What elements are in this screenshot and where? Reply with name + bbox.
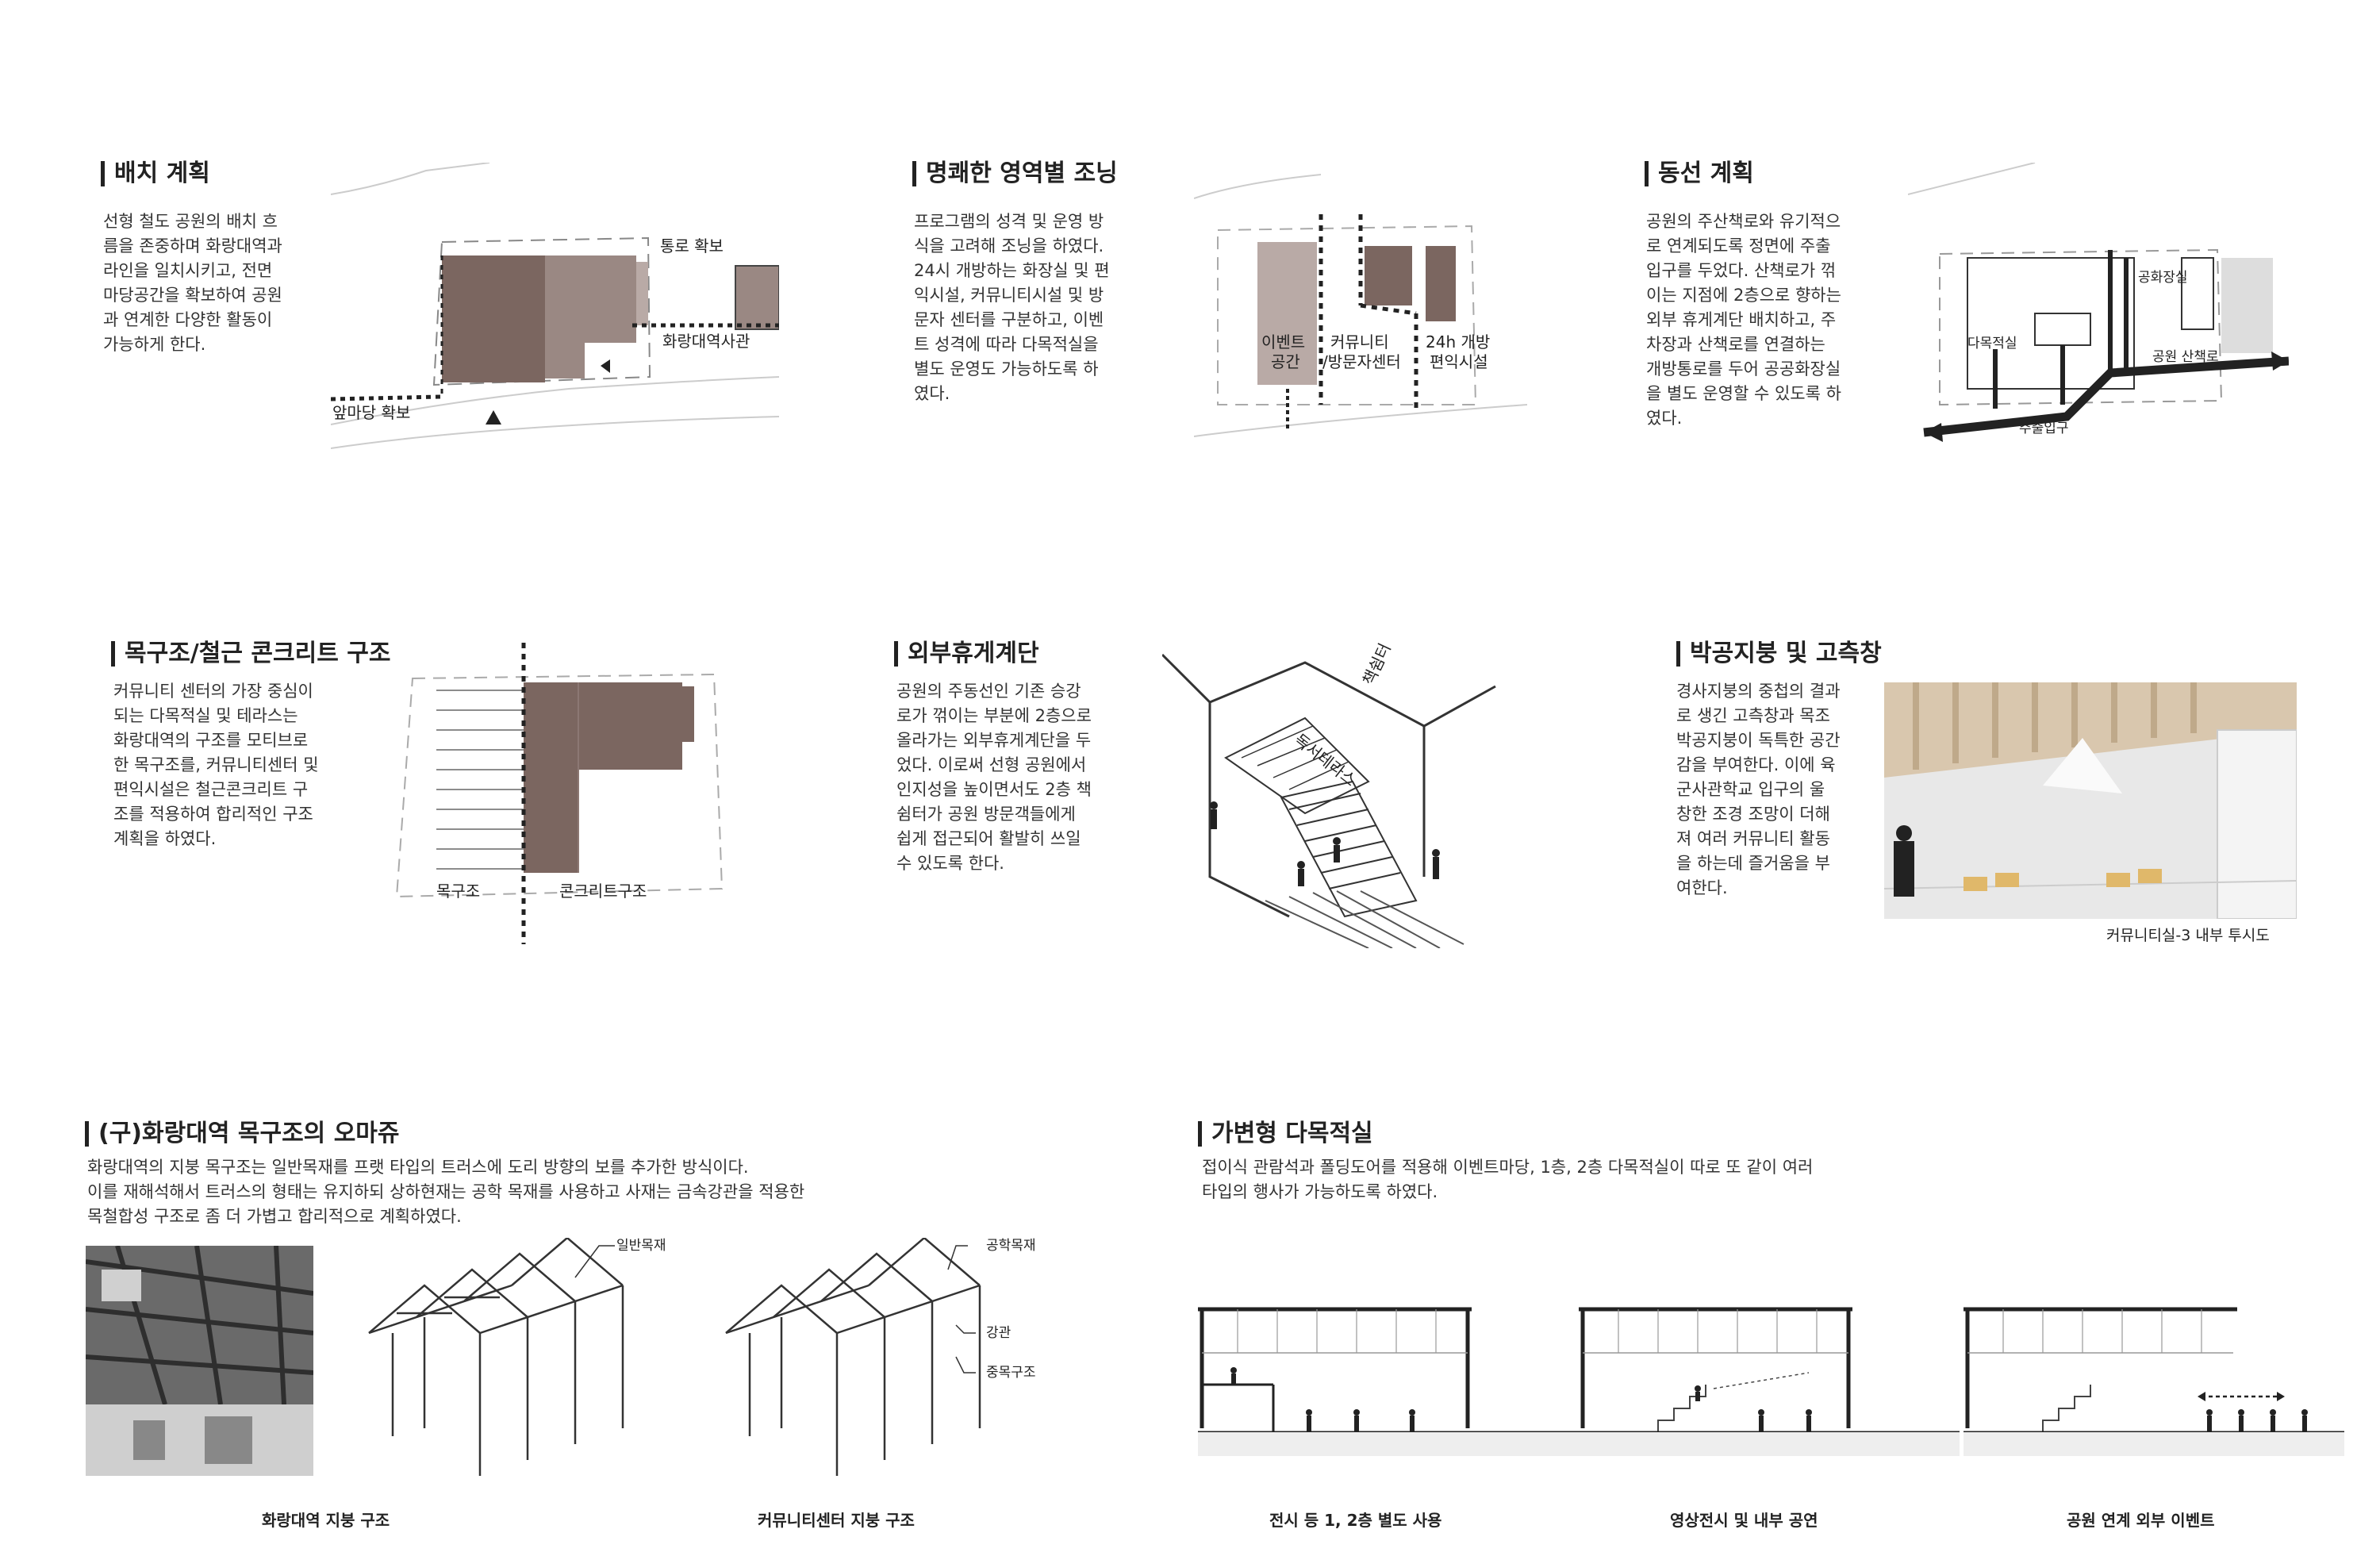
label-toilet: 공화장실 — [2138, 270, 2188, 286]
variable-title: 가변형 다목적실 — [1198, 1121, 1373, 1147]
circulation-title: 동선 계획 — [1645, 161, 1754, 186]
label-yard: 앞마당 확보 — [332, 403, 410, 422]
caption-station-roof: 화랑대역 지붕 구조 — [262, 1511, 390, 1530]
caption-community-roof: 커뮤니티센터 지붕 구조 — [758, 1511, 915, 1530]
roof-title: 박공지붕 및 고측창 — [1676, 641, 1882, 667]
station-truss-drawing: 일반목재 — [368, 1238, 666, 1476]
zoning-diagram: 이벤트 공간 커뮤니티 /방문자센터 24h 개방 편익시설 — [1194, 174, 1527, 437]
layout-title: 배치 계획 — [101, 161, 210, 186]
label-park-walk: 공원 산책로 — [2152, 349, 2219, 365]
section-indoor-show — [1579, 1307, 1960, 1456]
label-concrete: 콘크리트구조 — [559, 882, 647, 901]
stairs-title: 외부휴게계단 — [894, 641, 1039, 667]
community-truss-drawing: 공학목재 강관 중목구조 — [725, 1238, 1036, 1476]
roof-perspective-image — [1884, 682, 2297, 919]
label-passage: 통로 확보 — [660, 236, 724, 255]
variable-text: 접이식 관람석과 폴딩도어를 적용해 이벤트마당, 1층, 2층 다목적실이 따… — [1202, 1158, 1814, 1201]
label-main-entrance: 주출입구 — [2019, 421, 2069, 436]
label-event-2: 공간 — [1271, 352, 1300, 371]
caption-outdoor-event: 공원 연계 외부 이벤트 — [2067, 1511, 2215, 1530]
label-normal-wood: 일반목재 — [616, 1238, 666, 1254]
structure-diagram: 목구조 콘크리트구조 — [395, 643, 724, 944]
label-event-1: 이벤트 — [1261, 332, 1305, 352]
roof-caption: 커뮤니티실-3 내부 투시도 — [2106, 927, 2270, 944]
label-steel-pipe: 강관 — [986, 1325, 1011, 1341]
label-eng-wood: 공학목재 — [986, 1238, 1036, 1254]
site-layout-diagram: 통로 확보 화랑대역사관 앞마당 확보 — [331, 163, 779, 449]
structure-title: 목구조/철근 콘크리트 구조 — [111, 641, 390, 667]
hommage-title: (구)화랑대역 목구조의 오마쥬 — [85, 1121, 400, 1147]
label-open24-1: 24h 개방 — [1426, 332, 1490, 352]
hommage-text: 화랑대역의 지붕 목구조는 일반목재를 프랫 타입의 트러스에 도리 방향의 보… — [87, 1158, 805, 1226]
label-heavy-timber: 중목구조 — [986, 1365, 1036, 1381]
label-wood: 목구조 — [436, 882, 480, 901]
section-outdoor-event — [1964, 1307, 2344, 1456]
label-open24-2: 편익시설 — [1430, 352, 1488, 371]
label-community-1: 커뮤니티 — [1330, 332, 1389, 352]
caption-indoor-show: 영상전시 및 내부 공연 — [1670, 1511, 1818, 1530]
label-multipurpose: 다목적실 — [1967, 336, 2017, 352]
label-community-2: /방문자센터 — [1322, 352, 1401, 371]
section-separate-use — [1198, 1307, 1579, 1456]
circulation-diagram: 다목적실 공원 산책로 주출입구 공화장실 — [1908, 163, 2289, 442]
zoning-title: 명쾌한 영역별 조닝 — [912, 161, 1118, 186]
label-museum: 화랑대역사관 — [662, 332, 750, 351]
caption-separate-use: 전시 등 1, 2층 별도 사용 — [1269, 1511, 1442, 1530]
label-book-rest: 책쉼터 — [1359, 640, 1395, 688]
station-roof-photo — [86, 1246, 313, 1476]
stairs-diagram: 독서테라스 책쉼터 — [1162, 640, 1496, 948]
